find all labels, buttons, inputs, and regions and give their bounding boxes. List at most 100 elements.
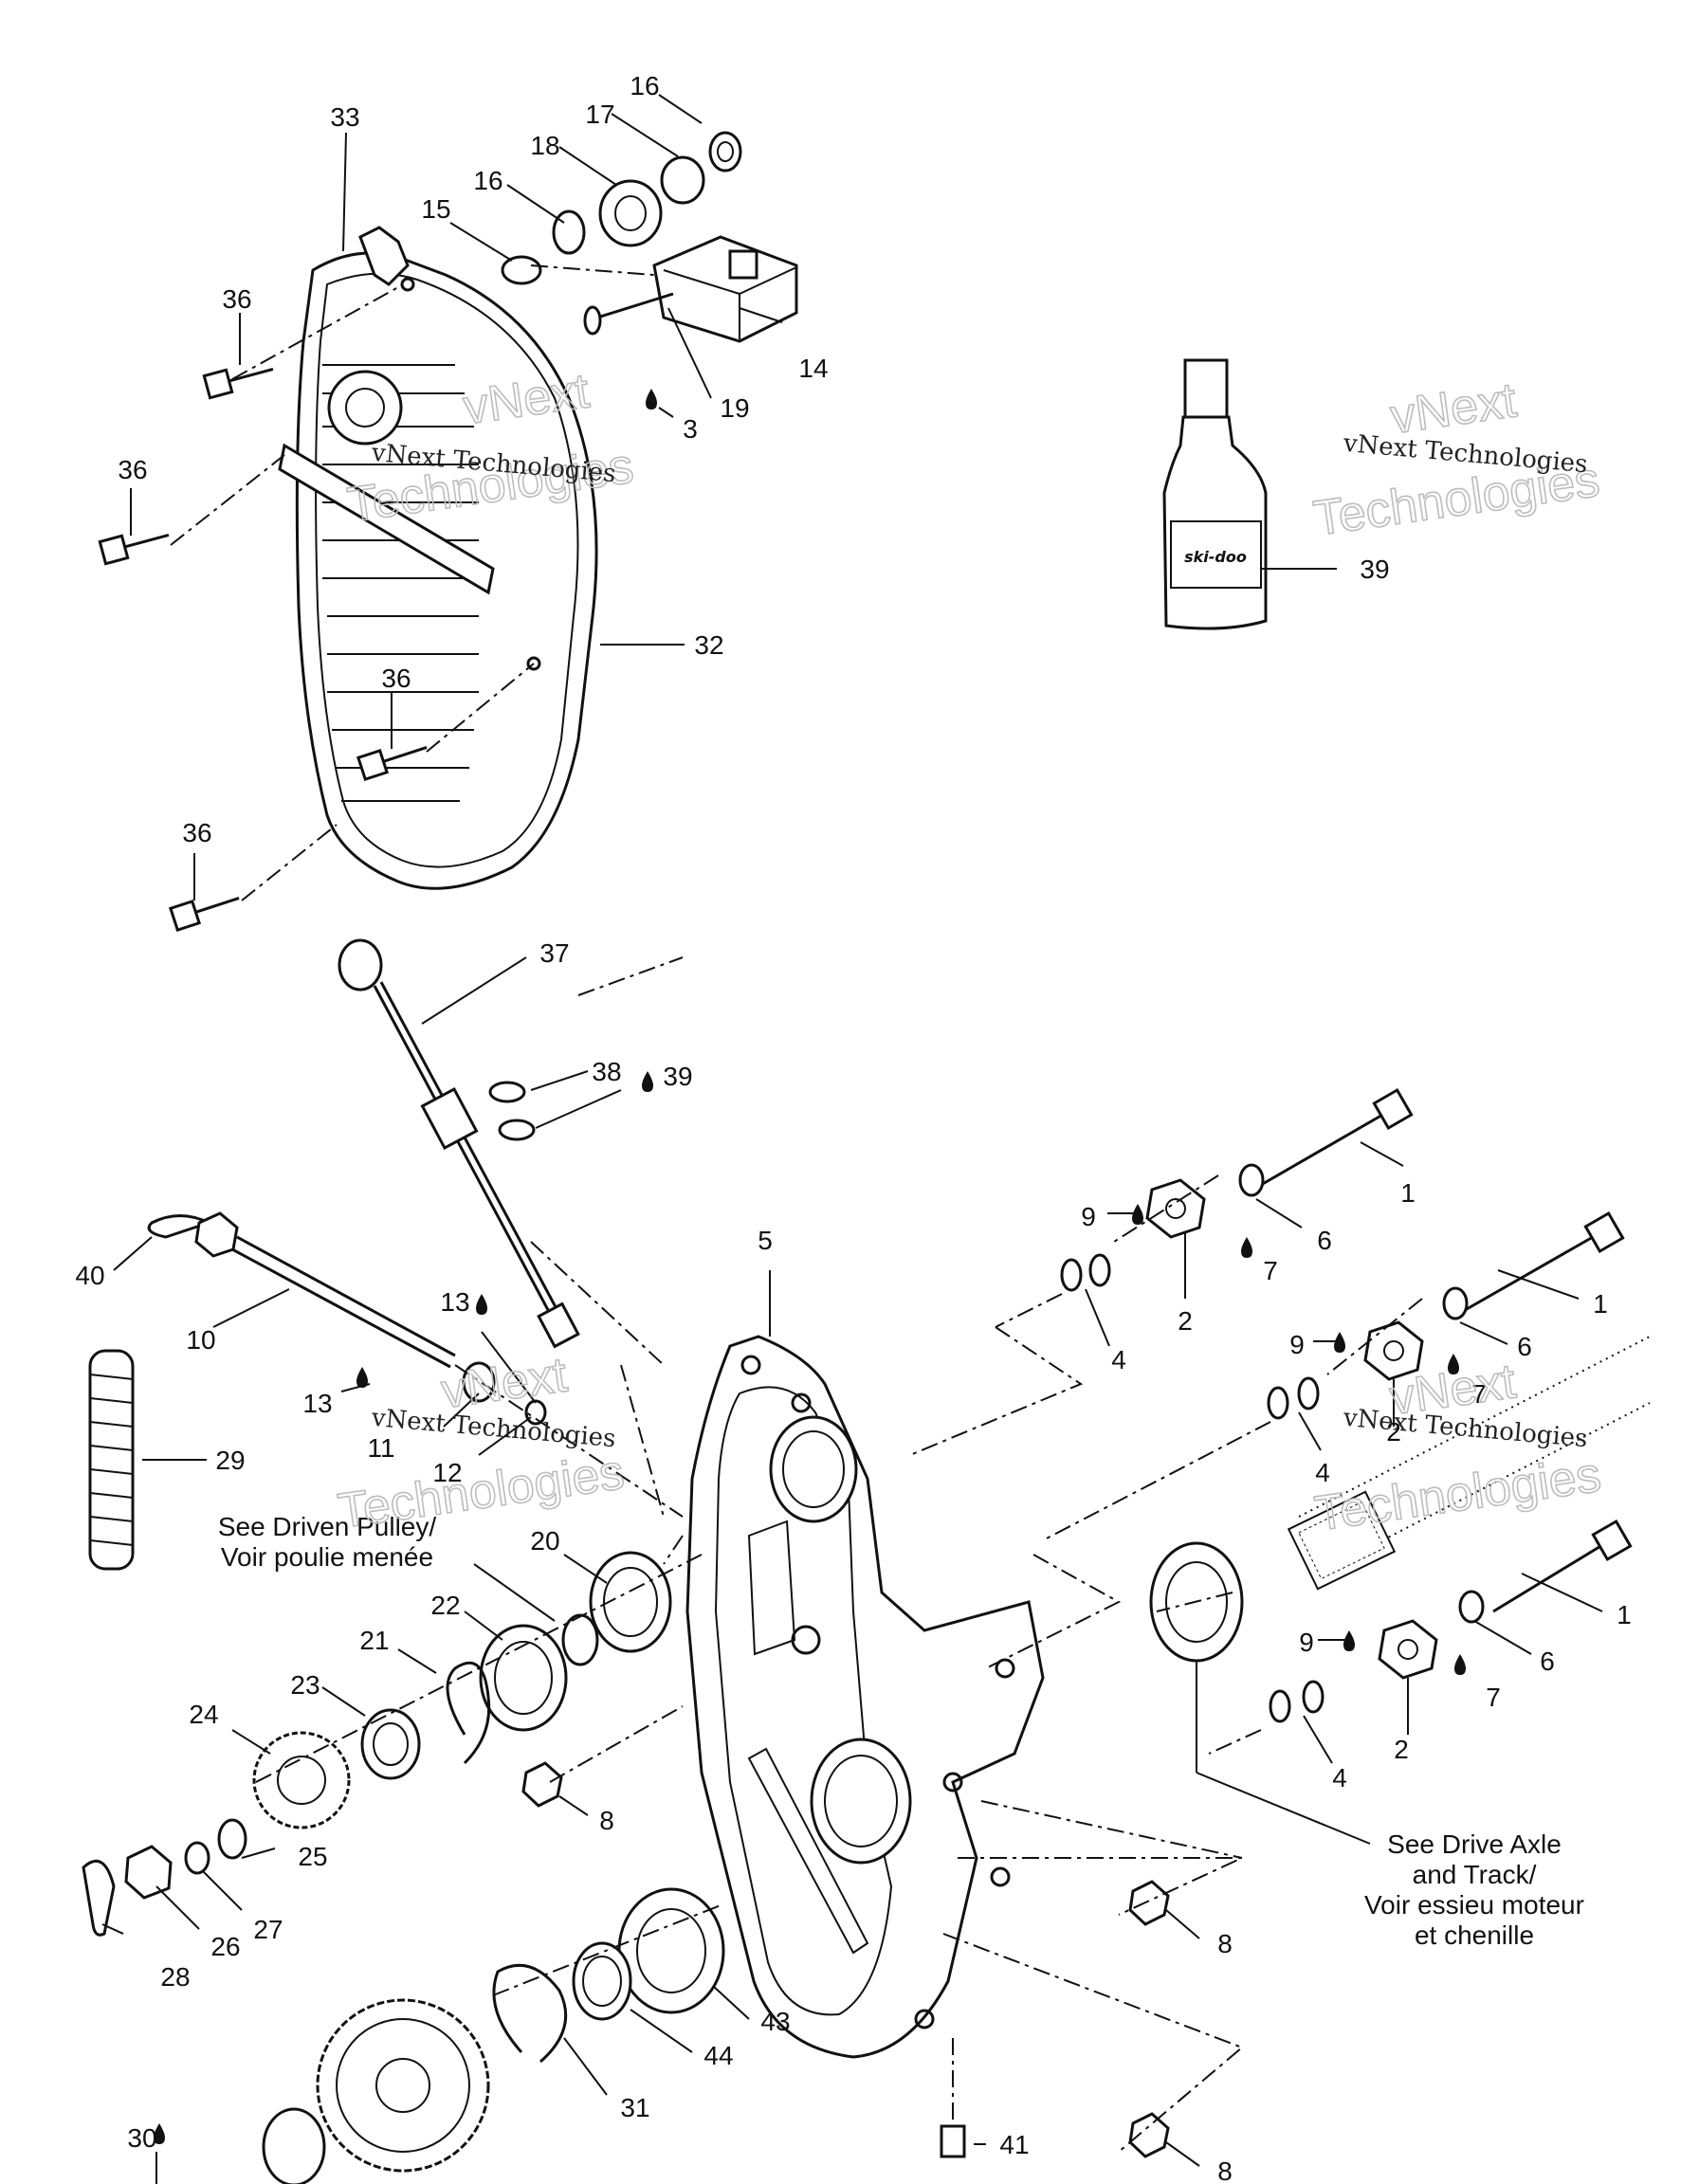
sprocket-24 bbox=[252, 1731, 351, 1829]
bottle-brand-label: ski-doo bbox=[1184, 548, 1247, 566]
callout-32: 32 bbox=[694, 630, 723, 660]
spacer-23 bbox=[360, 1708, 421, 1780]
circlip-31 bbox=[492, 1963, 568, 2064]
callout-14: 14 bbox=[798, 354, 828, 383]
oil-drop-icon bbox=[476, 1294, 487, 1315]
bearing-22 bbox=[479, 1624, 568, 1732]
callout-16: 16 bbox=[630, 71, 659, 100]
callout-17: 17 bbox=[585, 100, 614, 129]
drain-plug-41 bbox=[940, 2124, 966, 2158]
callout-9: 9 bbox=[1299, 1628, 1314, 1657]
bolt-set-upper bbox=[1060, 1087, 1414, 1292]
callout-13: 13 bbox=[440, 1287, 469, 1317]
circlip-21 bbox=[446, 1661, 491, 1765]
callout-39: 39 bbox=[663, 1062, 692, 1091]
callout-11: 11 bbox=[367, 1433, 394, 1463]
callout-24: 24 bbox=[189, 1700, 218, 1729]
oil-drop-icon bbox=[1454, 1654, 1466, 1675]
oil-drop-icon bbox=[1448, 1354, 1459, 1374]
cover-bolts bbox=[98, 368, 428, 933]
bolt-set-middle bbox=[1267, 1210, 1625, 1420]
note-driven-pulley: See Driven Pulley/ Voir poulie menée bbox=[218, 1512, 437, 1572]
oil-drop-icon bbox=[1334, 1332, 1345, 1353]
callout-29: 29 bbox=[215, 1446, 245, 1475]
note-drive-axle-line3: Voir essieu moteur bbox=[1364, 1890, 1584, 1920]
callout-9: 9 bbox=[1289, 1330, 1305, 1359]
callout-9: 9 bbox=[1081, 1202, 1096, 1231]
callout-33: 33 bbox=[330, 102, 359, 132]
nut-8-right-lower bbox=[1128, 2112, 1170, 2158]
snap-ring bbox=[561, 1613, 599, 1666]
callout-8: 8 bbox=[1217, 1929, 1233, 1958]
callout-30: 30 bbox=[127, 2123, 156, 2153]
chaincase-cover bbox=[278, 226, 598, 890]
drive-axle-shaft bbox=[1287, 1336, 1651, 1591]
callout-26: 26 bbox=[210, 1932, 240, 1961]
callout-43: 43 bbox=[760, 2007, 790, 2036]
callout-2: 2 bbox=[1394, 1735, 1409, 1764]
chain-29 bbox=[88, 1349, 135, 1571]
tensioner-shaft-parts bbox=[501, 131, 742, 285]
callout-2: 2 bbox=[1178, 1306, 1193, 1336]
assembly-lines bbox=[170, 264, 1423, 2153]
bolt-set-lower bbox=[1269, 1519, 1633, 1723]
oil-drop-icon bbox=[646, 389, 657, 410]
callout-13: 13 bbox=[302, 1389, 332, 1418]
callout-41: 41 bbox=[999, 2130, 1029, 2159]
nut-8-right-upper bbox=[1128, 1880, 1170, 1926]
cotter-pin-28 bbox=[82, 1859, 116, 1937]
callout-7: 7 bbox=[1471, 1379, 1487, 1409]
callout-21: 21 bbox=[359, 1626, 389, 1655]
callout-15: 15 bbox=[421, 194, 450, 224]
washer-27 bbox=[184, 1841, 210, 1875]
callout-1: 1 bbox=[1617, 1600, 1632, 1629]
callout-40: 40 bbox=[75, 1261, 104, 1290]
callout-31: 31 bbox=[620, 2093, 649, 2122]
callout-6: 6 bbox=[1317, 1226, 1332, 1255]
bearing-43 bbox=[617, 1887, 725, 2014]
dipstick bbox=[338, 938, 580, 1349]
oil-bottle: ski-doo bbox=[1162, 358, 1268, 630]
callout-4: 4 bbox=[1315, 1458, 1330, 1487]
bearing-20 bbox=[589, 1551, 672, 1653]
note-driven-pulley-line2: Voir poulie menée bbox=[221, 1542, 433, 1572]
callout-37: 37 bbox=[539, 938, 569, 968]
callout-44: 44 bbox=[703, 2041, 733, 2070]
watermark-big: vNext bbox=[438, 1347, 571, 1419]
leader-lines bbox=[101, 94, 1603, 2184]
callout-36: 36 bbox=[381, 664, 411, 693]
note-drive-axle-line2: and Track/ bbox=[1413, 1860, 1537, 1889]
callout-12: 12 bbox=[432, 1458, 462, 1487]
washer-11 bbox=[462, 1361, 496, 1403]
callout-36: 36 bbox=[222, 284, 251, 314]
callout-18: 18 bbox=[530, 131, 559, 160]
callout-19: 19 bbox=[720, 393, 749, 423]
oil-drop-icons bbox=[154, 389, 1466, 2144]
callout-8: 8 bbox=[599, 1806, 614, 1835]
callout-28: 28 bbox=[160, 1962, 190, 1992]
note-drive-axle: See Drive Axle and Track/ Voir essieu mo… bbox=[1364, 1829, 1584, 1950]
castle-nut-26 bbox=[124, 1845, 173, 1900]
callout-8: 8 bbox=[1217, 2157, 1233, 2184]
oil-drop-icon bbox=[154, 2123, 165, 2144]
washer-25 bbox=[217, 1818, 247, 1860]
oil-drop-icon bbox=[356, 1367, 368, 1388]
oil-drop-icon bbox=[1343, 1630, 1355, 1651]
callout-36: 36 bbox=[118, 455, 147, 484]
large-sprocket bbox=[316, 1998, 490, 2173]
spacer-bottom bbox=[262, 2107, 326, 2184]
watermark-big: Technologies bbox=[1311, 1447, 1604, 1542]
callout-6: 6 bbox=[1540, 1647, 1555, 1676]
callout-23: 23 bbox=[290, 1670, 320, 1700]
callout-20: 20 bbox=[530, 1526, 559, 1556]
callout-27: 27 bbox=[253, 1915, 283, 1944]
callout-labels: 16 17 18 16 15 33 14 19 3 36 36 32 36 36… bbox=[75, 71, 1631, 2184]
callout-2: 2 bbox=[1386, 1417, 1401, 1447]
chaincase-housing bbox=[685, 1335, 1045, 2059]
oil-drop-icon bbox=[1241, 1237, 1252, 1258]
callout-22: 22 bbox=[430, 1591, 460, 1620]
callout-25: 25 bbox=[298, 1842, 327, 1871]
callout-16: 16 bbox=[473, 166, 502, 195]
callout-5: 5 bbox=[758, 1226, 773, 1255]
